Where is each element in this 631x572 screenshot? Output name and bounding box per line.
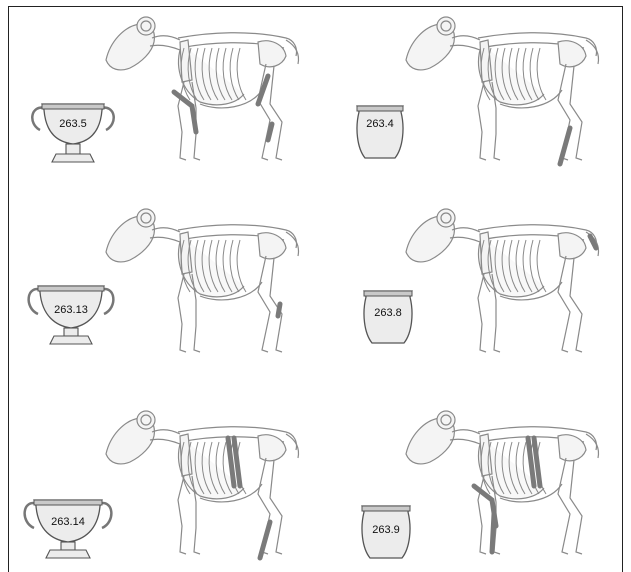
vessel-label: 263.4 bbox=[366, 118, 394, 130]
sheep-skeleton bbox=[400, 402, 610, 562]
jar-vessel: 263.9 bbox=[356, 502, 416, 564]
krater-vessel: 263.13 bbox=[24, 280, 118, 352]
sheep-skeleton bbox=[100, 8, 310, 168]
sheep-skeleton-drawing bbox=[405, 16, 600, 167]
sheep-skeleton-drawing bbox=[405, 208, 600, 353]
sheep-skeleton bbox=[100, 200, 310, 360]
sheep-skeleton-drawing bbox=[105, 16, 300, 161]
vessel-label: 263.8 bbox=[374, 307, 402, 319]
vessel-label: 263.14 bbox=[51, 516, 85, 528]
jar-vessel: 263.8 bbox=[358, 287, 418, 349]
sheep-skeleton bbox=[100, 402, 310, 562]
sheep-skeleton-drawing bbox=[105, 410, 300, 561]
figure-frame bbox=[8, 6, 623, 572]
sheep-skeleton bbox=[400, 8, 610, 168]
jar-vessel: 263.4 bbox=[351, 102, 409, 164]
vessel-label: 263.5 bbox=[59, 118, 87, 130]
vessel-label: 263.9 bbox=[372, 524, 400, 536]
sheep-skeleton-drawing bbox=[405, 410, 600, 555]
sheep-skeleton-drawing bbox=[105, 208, 300, 353]
vessel-label: 263.13 bbox=[54, 304, 88, 316]
krater-vessel: 263.14 bbox=[20, 494, 116, 566]
krater-vessel: 263.5 bbox=[28, 98, 118, 170]
sheep-skeleton bbox=[400, 200, 610, 360]
